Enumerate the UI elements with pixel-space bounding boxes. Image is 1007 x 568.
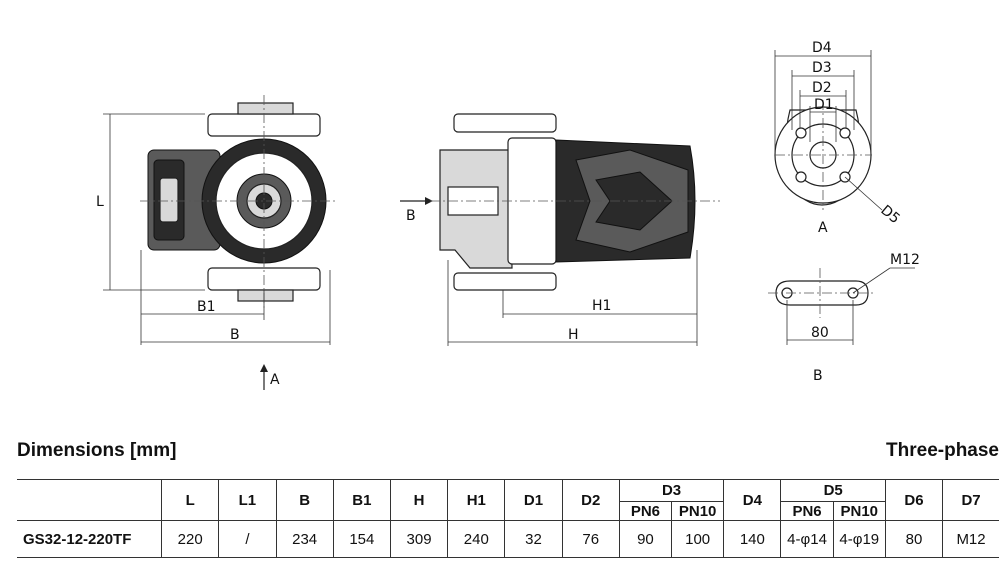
cell-D3-PN10: 100 [671, 520, 725, 558]
pump-top-view: L B1 B A [96, 95, 338, 390]
header-D1: D1 [504, 479, 563, 521]
dim-label-D4: D4 [812, 40, 832, 56]
table-subheader-row: PN6 PN10 PN6 PN10 [17, 501, 999, 521]
view-caption-A: A [818, 220, 828, 236]
dim-label-D1: D1 [814, 97, 834, 113]
header-D3-PN6: PN6 [619, 501, 673, 521]
header-D3-PN10: PN10 [671, 501, 725, 521]
view-caption-B: B [813, 368, 823, 384]
header-B1: B1 [332, 479, 391, 521]
view-arrow-A: A [270, 372, 280, 388]
dim-label-80: 80 [811, 325, 829, 341]
dim-label-B1: B1 [197, 299, 216, 315]
header-D2: D2 [561, 479, 620, 521]
cell-D6: 80 [884, 520, 944, 558]
cell-D3-PN6: 90 [618, 520, 673, 558]
dim-label-D2: D2 [812, 80, 832, 96]
cell-D5-PN6: 4-φ14 [780, 520, 834, 558]
dim-label-B: B [230, 327, 240, 343]
dim-label-H1: H1 [592, 298, 611, 314]
cell-L: 220 [161, 520, 220, 558]
cell-D4: 140 [723, 520, 782, 558]
dim-label-D3: D3 [812, 60, 832, 76]
header-H: H [389, 479, 449, 521]
cell-H1: 240 [447, 520, 506, 558]
header-L: L [161, 479, 220, 521]
cell-D7: M12 [942, 520, 999, 558]
header-D5: D5 [780, 479, 886, 502]
dimensions-table: L L1 B B1 H H1 D1 D2 D3 D4 D5 D6 D7 PN6 … [17, 479, 999, 558]
cell-L1: / [218, 520, 277, 558]
counter-flange-B-view: M12 80 B [768, 252, 920, 384]
header-model [17, 479, 163, 521]
header-D7: D7 [942, 479, 999, 521]
table-row: GS32-12-220TF 220 / 234 154 309 240 32 7… [17, 520, 999, 558]
cell-B: 234 [275, 520, 334, 558]
view-arrow-B: B [406, 208, 416, 224]
dim-label-L: L [96, 194, 104, 210]
header-D5-PN6: PN6 [780, 501, 834, 521]
header-B: B [275, 479, 334, 521]
dim-label-M12: M12 [890, 252, 920, 268]
header-D3: D3 [618, 479, 725, 502]
cell-H: 309 [389, 520, 449, 558]
cell-model: GS32-12-220TF [17, 520, 163, 558]
dim-label-D5: D5 [877, 202, 902, 227]
header-H1: H1 [447, 479, 506, 521]
technical-drawing: L B1 B A B [96, 40, 920, 390]
section-title: Dimensions [mm] [17, 440, 177, 461]
cell-D2: 76 [561, 520, 620, 558]
flange-A-view: D4 D3 D2 D1 D5 A [774, 40, 903, 236]
header-L1: L1 [218, 479, 277, 521]
table-header-row: L L1 B B1 H H1 D1 D2 D3 D4 D5 D6 D7 [17, 479, 999, 521]
header-D6: D6 [884, 479, 944, 521]
cell-D5-PN10: 4-φ19 [832, 520, 886, 558]
cell-D1: 32 [504, 520, 563, 558]
phase-title: Three-phase [886, 440, 999, 461]
header-D5-PN10: PN10 [832, 501, 886, 521]
dim-label-H: H [568, 327, 579, 343]
header-D4: D4 [723, 479, 782, 521]
pump-side-view: B H1 H [400, 113, 720, 346]
cell-B1: 154 [332, 520, 391, 558]
